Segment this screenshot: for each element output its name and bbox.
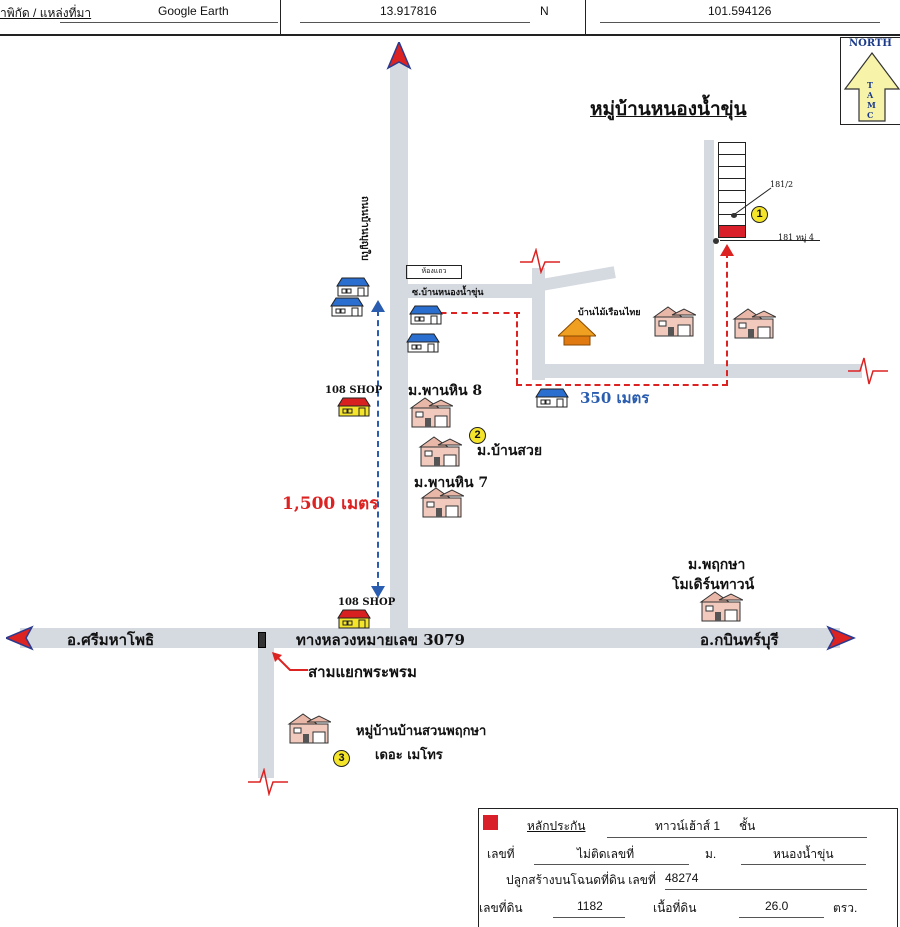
south-branch-road [258, 648, 274, 778]
highway-label: ทางหลวงหมายเลข 3079 [296, 631, 465, 649]
village-house-icon [730, 307, 777, 343]
marker-1[interactable]: 1 [751, 206, 768, 223]
shop-label: 108 SHOP [325, 385, 383, 396]
map-title: หมู่บ้านหนองน้ำขุ่น [590, 98, 747, 120]
source-value: Google Earth [158, 4, 229, 18]
row-house-landmark: ห้องแถว [406, 265, 462, 279]
house-icon [409, 305, 443, 329]
area-label: เนื้อที่ดิน [653, 901, 697, 915]
deed-label: ปลูกสร้างบนโฉนดที่ดิน เลขที่ [506, 873, 656, 887]
village-house-icon [650, 305, 697, 341]
road-break-icon [248, 768, 288, 796]
area-value: 26.0 [765, 899, 789, 913]
north-arrow-icon [843, 52, 900, 122]
legend-label: หลักประกัน [527, 819, 586, 833]
house-no-label: เลขที่ [487, 847, 515, 861]
distance-1500: 1,500 เมตร [282, 494, 379, 514]
west-destination: อ.ศรีมหาโพธิ [67, 631, 155, 649]
highway-3079 [20, 628, 840, 648]
floors-label: ชั้น [739, 819, 756, 833]
village-panhin8: ม.พานหิน 8 [408, 383, 483, 399]
leader-line [720, 240, 820, 241]
unit-181-label: 181 หมู่ 4 [778, 233, 814, 242]
east-lane [704, 140, 714, 368]
property-type: ทาวน์เฮ้าส์ 1 [655, 819, 721, 833]
moo-value: หนองน้ำขุ่น [773, 847, 834, 861]
marker-2[interactable]: 2 [469, 427, 486, 444]
north-compass: NORTH TAMC [840, 37, 900, 125]
village-panhin7: ม.พานหิน 7 [414, 475, 489, 491]
marker-3[interactable]: 3 [333, 750, 350, 767]
unit-dot [731, 213, 737, 218]
west-road-arrow-icon [6, 625, 34, 651]
collateral-legend-swatch [483, 815, 498, 830]
shop-icon [337, 397, 371, 421]
route-arrow-icon [720, 244, 734, 256]
soi-horizontal [532, 364, 862, 378]
soi-label: ซ.บ้านหนองน้ำขุ่น [412, 288, 484, 298]
route-red [516, 312, 518, 384]
house-icon [336, 277, 370, 301]
wooden-house-label: บ้านไม้เรือนไทย [578, 308, 641, 318]
soi-vertical [532, 268, 545, 380]
village-house-icon [407, 396, 454, 432]
traffic-light-icon [258, 632, 266, 648]
village-pruksa: ม.พฤกษา [688, 557, 746, 573]
coordinates-header: าพิกัด / แหล่งที่มา Google Earth 13.9178… [0, 0, 900, 36]
source-label: าพิกัด / แหล่งที่มา [0, 6, 92, 20]
east-destination: อ.กบินทร์บุรี [700, 631, 779, 649]
village-house-icon [285, 712, 332, 748]
route-red [726, 252, 728, 386]
village-suan-metro: เดอะ เมโทร [375, 748, 443, 763]
distance-350: 350 เมตร [580, 389, 650, 407]
route-blue [377, 310, 379, 588]
land-no-label: เลขที่ดิน [479, 901, 523, 915]
junction-arrow-icon [272, 652, 308, 671]
village-suan-pruksa: หมู่บ้านบ้านสวนพฤกษา [356, 724, 487, 739]
road-break-icon [848, 357, 888, 385]
unit-181-2-label: 181/2 [770, 180, 794, 189]
village-pruksa-modern: โมเดิร์นทาวน์ [672, 577, 755, 593]
land-no-value: 1182 [577, 899, 603, 913]
unit-dot [713, 238, 719, 244]
soi-road [408, 284, 538, 298]
wooden-house-icon [558, 318, 596, 346]
village-house-icon [418, 486, 465, 522]
route-red [516, 384, 728, 386]
route-red [430, 312, 520, 314]
east-road-arrow-icon [826, 625, 856, 651]
shop-label: 108 SHOP [338, 597, 396, 608]
longitude-value: 101.594126 [708, 4, 772, 18]
village-house-icon [416, 435, 463, 471]
deed-value: 48274 [665, 871, 699, 885]
junction-label: สามแยกพระพรม [308, 663, 417, 681]
house-icon [330, 297, 364, 321]
collateral-unit[interactable] [718, 225, 746, 238]
leader-line [735, 187, 772, 215]
main-road [390, 62, 408, 637]
main-road-label: ถนนบ้านบุญใบ [359, 196, 370, 261]
north-road-arrow-icon [386, 42, 412, 70]
moo-label: ม. [705, 847, 717, 861]
house-icon [406, 333, 440, 357]
shop-icon [337, 609, 371, 633]
village-bansuay: ม.บ้านสวย [477, 443, 543, 459]
village-house-icon [697, 590, 744, 626]
house-icon [535, 388, 569, 412]
latitude-value: 13.917816 [380, 4, 437, 18]
route-arrow-icon [371, 586, 385, 598]
area-unit: ตรว. [833, 901, 858, 915]
road-break-icon [520, 248, 560, 274]
collateral-info-box: หลักประกัน ทาวน์เฮ้าส์ 1 ชั้น เลขที่ ไม่… [478, 808, 898, 927]
latitude-suffix: N [540, 4, 549, 18]
house-no-value: ไม่ติดเลขที่ [577, 847, 635, 861]
route-arrow-icon [371, 300, 385, 312]
